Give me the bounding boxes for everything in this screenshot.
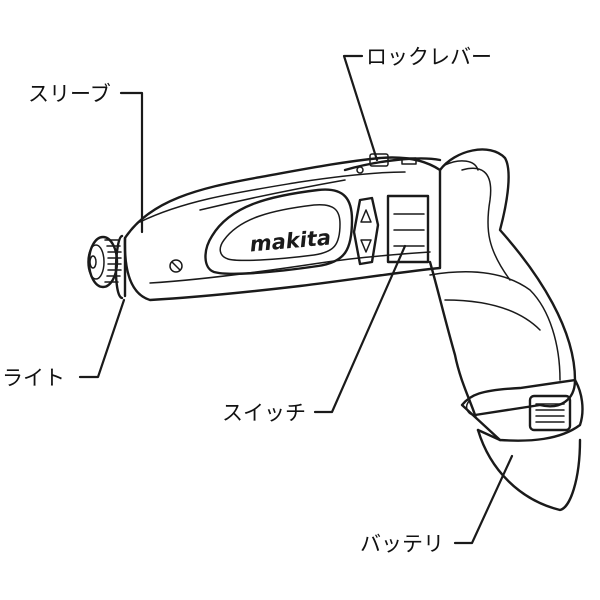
leader-battery <box>455 456 512 543</box>
sleeve-chuck <box>88 236 125 298</box>
leader-sleeve <box>121 93 142 232</box>
label-battery: バッテリ <box>360 532 444 556</box>
screw-icon <box>170 260 182 272</box>
leader-lock-lever <box>344 56 377 160</box>
battery-part <box>462 380 582 510</box>
leader-light <box>80 300 124 377</box>
label-sleeve: スリーブ <box>28 82 111 106</box>
brand-logo: makita <box>249 226 332 257</box>
leader-switch <box>315 246 405 412</box>
label-light: ライト <box>2 366 65 390</box>
label-lock-lever: ロックレバー <box>366 45 492 69</box>
direction-button <box>354 198 378 264</box>
grip-handle <box>430 149 575 415</box>
label-switch: スイッチ <box>222 401 306 425</box>
